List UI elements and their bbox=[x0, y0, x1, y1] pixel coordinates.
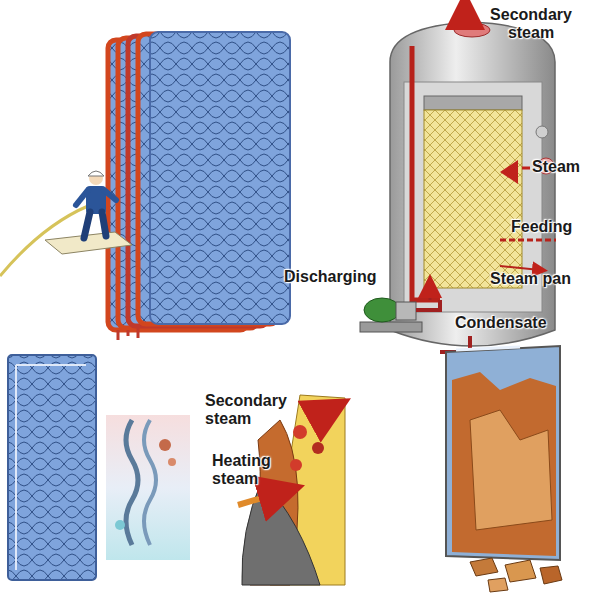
plate-pack bbox=[108, 32, 290, 340]
part-label: Secondary steam bbox=[472, 6, 590, 43]
worker-figure bbox=[0, 171, 132, 276]
part-label: Secondary steam bbox=[205, 392, 315, 429]
part-label: Condensate bbox=[455, 314, 547, 332]
channel-zoom bbox=[106, 415, 190, 560]
part-label: Feeding bbox=[511, 218, 572, 236]
secondary-steam-arrow bbox=[463, 10, 468, 26]
fouled-plate bbox=[446, 346, 562, 592]
steam-arrow bbox=[522, 167, 530, 170]
evaporator-vessel bbox=[390, 22, 556, 352]
channel-cutaway bbox=[238, 395, 345, 585]
single-plate bbox=[8, 355, 96, 580]
part-label: Steam bbox=[532, 158, 580, 176]
part-label: Heating steam bbox=[212, 452, 312, 489]
part-label: Discharging bbox=[284, 268, 376, 286]
part-label: Steam pan bbox=[490, 270, 571, 288]
pump-symbol bbox=[360, 286, 440, 332]
